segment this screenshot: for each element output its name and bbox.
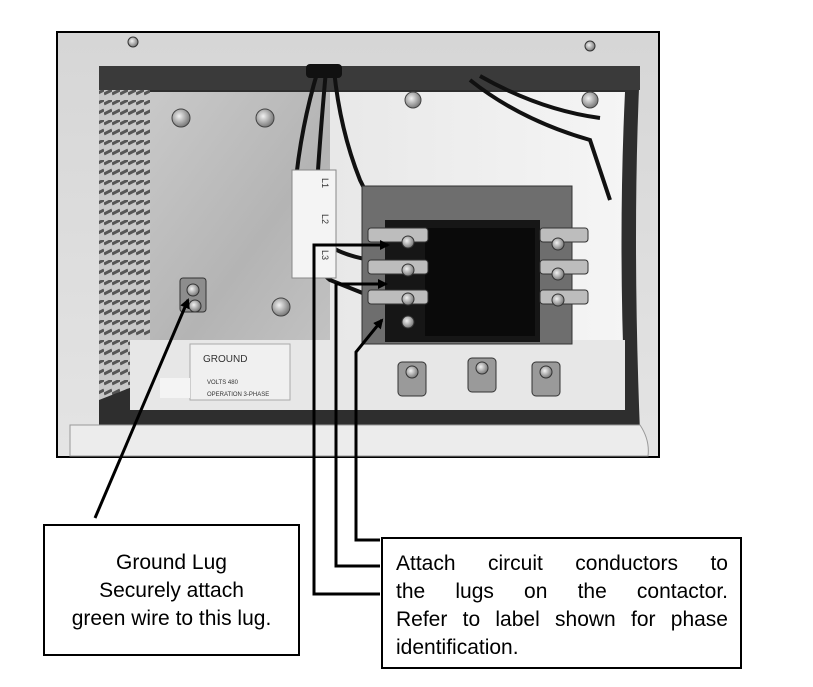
nameplate-volts-text: VOLTS 480 [207, 380, 239, 386]
wire-grommet [306, 64, 342, 78]
ground-leader-arrow [93, 298, 190, 519]
callout-line: Ground Lug [116, 551, 227, 574]
nameplate: GROUND VOLTS 480 OPERATION 3-PHASE [189, 343, 291, 401]
callout-line: Attach circuit conductors to [396, 552, 728, 575]
leader-lines [93, 240, 390, 596]
frame-screw [584, 40, 596, 52]
plate-bolts [171, 91, 599, 317]
callout-line: green wire to this lug. [71, 607, 272, 630]
contactor-callout: Attach circuit conductors to the lugs on… [381, 537, 742, 669]
callout-line: Securely attach [99, 579, 244, 602]
nameplate-ground-text: GROUND [203, 354, 247, 365]
top-shadow [99, 66, 640, 90]
enclosure-photo: L1 L2 L3 [56, 31, 660, 458]
callout-line: identification. [396, 636, 519, 659]
terminal-label-l3: L3 [320, 250, 330, 260]
nameplate-tab [160, 378, 190, 398]
phase-label-sticker: L1 L2 L3 [291, 169, 337, 279]
nameplate-operation-text: OPERATION 3-PHASE [207, 392, 269, 398]
ground-lug-callout: Ground Lug Securely attach green wire to… [43, 524, 300, 656]
callout-line: the lugs on the contactor. [396, 580, 728, 603]
phase-l1-leader-arrow [312, 240, 390, 596]
enclosure-lid [69, 424, 649, 457]
callout-line: Refer to label shown for phase [396, 608, 728, 631]
contactor [361, 185, 589, 345]
terminal-label-l2: L2 [320, 214, 330, 224]
louvered-side-wall [99, 68, 150, 400]
phase-l3-leader-arrow [354, 318, 384, 542]
phase-l2-leader-arrow [334, 279, 388, 568]
load-lugs [397, 357, 561, 397]
frame-screw [127, 36, 139, 48]
terminal-label-l1: L1 [320, 178, 330, 188]
